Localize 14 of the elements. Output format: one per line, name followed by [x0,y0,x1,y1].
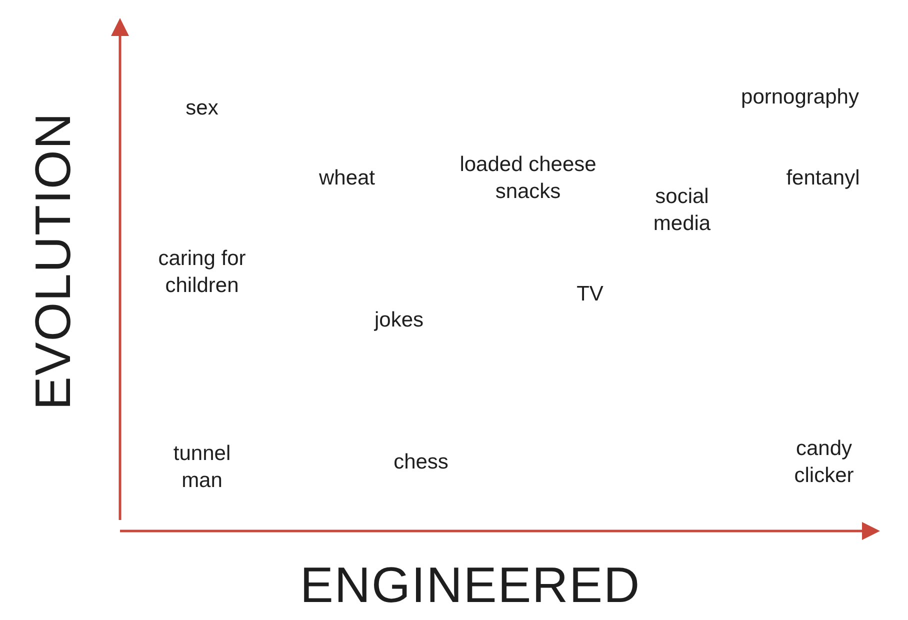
plot-label: loaded cheese snacks [458,152,598,205]
plot-label: sex [184,96,220,122]
axis-title: EVOLUTION [24,112,82,410]
plot-label: wheat [318,166,376,192]
plot-label: social media [652,184,712,237]
plot-label: pornography [740,84,860,110]
axis-title: ENGINEERED [300,556,641,614]
plot-label: caring for children [157,246,247,299]
plot-label: candy clicker [793,436,855,489]
plot-label: fentanyl [785,166,861,192]
plot-label: TV [576,282,604,308]
plot-label: tunnel man [172,441,232,494]
plot-label: chess [392,450,450,476]
plot-label: jokes [373,308,425,334]
